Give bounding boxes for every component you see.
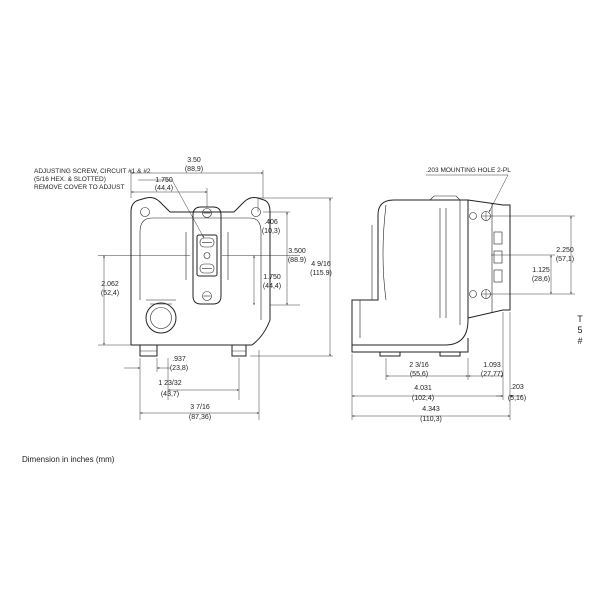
mount-spacing-mm: (43,7): [161, 391, 179, 398]
cover-screw-top: [202, 208, 212, 218]
half-width-mm: (44,4): [155, 185, 173, 192]
base-width-mm: (87,36): [189, 414, 211, 421]
left-height-mm: (52,4): [101, 290, 119, 297]
leader-adjusting-screw: [138, 179, 205, 239]
top-offset-mm: (10,3): [262, 228, 280, 235]
half-height-mm: (44,4): [263, 283, 281, 290]
hole-offset-mm: (28,6): [532, 276, 550, 283]
conduit-boss: [146, 299, 176, 305]
side-extension-lines: [351, 215, 575, 420]
front-view: [130, 197, 271, 357]
side-conduit-lines: [351, 300, 361, 338]
adjusting-screw-note-2: (5/16 HEX. & SLOTTED): [34, 176, 106, 183]
half-height-in: 1.750: [263, 274, 281, 281]
front-inner-shell: [139, 217, 262, 320]
overall-width-mm: (88,9): [185, 166, 203, 173]
side-mounting-bracket: [467, 199, 511, 319]
height-overall-in: 4 9/16: [311, 261, 331, 268]
mount-spacing-in: 1 23/32: [158, 380, 181, 387]
body-depth-mm: (55,6): [410, 371, 428, 378]
height-overall-mm: (115.9): [310, 270, 332, 277]
foot-right: [231, 345, 247, 357]
adjusting-screw-1: [199, 237, 215, 248]
side-body-outline: [351, 199, 469, 346]
side-code-label: T 5 #: [577, 314, 583, 346]
bracket-depth-mm: (27,77): [481, 371, 503, 378]
hub-lines: [185, 232, 229, 280]
side-foot-right: [439, 352, 461, 357]
center-stud: [203, 252, 211, 259]
foot-width-mm: (23,8): [170, 365, 188, 372]
bracket-depth-in: 1.093: [483, 362, 501, 369]
side-view: [351, 195, 511, 357]
terminal-2: [493, 250, 503, 264]
overall-depth-in: 4.343: [422, 406, 440, 413]
overall-depth-mm: (110,3): [420, 416, 442, 423]
left-height-in: 2.062: [101, 281, 119, 288]
hole-offset-in: 1.125: [532, 267, 550, 274]
side-base-plate: [351, 338, 469, 353]
ear-hole-left: [140, 207, 150, 217]
top-offset-in: .406: [264, 219, 278, 226]
side-dimension-lines: [352, 174, 572, 417]
side-screw-bottom: [469, 290, 477, 298]
side-back-curve: [382, 204, 387, 301]
adjusting-screw-note-1: ADJUSTING SCREW, CIRCUIT #1 & #2: [34, 168, 151, 175]
height-inner-mm: (88.9): [288, 257, 306, 264]
foot-left: [139, 345, 158, 357]
half-width-in: 1.750: [155, 177, 173, 184]
side-top-cap: [429, 195, 461, 201]
cover-screw-bottom: [202, 291, 212, 301]
overall-width-in: 3.50: [187, 157, 201, 164]
terminal-3: [493, 269, 503, 283]
base-width-in: 3 7/16: [190, 404, 210, 411]
conduit-entry-outer: [145, 302, 177, 334]
front-dimension-lines: [103, 172, 331, 414]
front-housing-outline: [130, 197, 271, 346]
foot-width-in: .937: [172, 356, 186, 363]
units-caption: Dimension in inches (mm): [22, 455, 115, 464]
mid-depth-mm: (102,4): [412, 395, 434, 402]
height-inner-in: 3.500: [288, 248, 306, 255]
ear-hole-right: [251, 207, 261, 217]
front-labels: 3.50 (88,9) 1.750 (44,4) ADJUSTING SCREW…: [34, 157, 332, 421]
body-depth-in: 2 3/16: [409, 362, 429, 369]
front-extension-lines: [98, 170, 333, 420]
front-cover-plate: [192, 206, 222, 305]
hole-spacing-in: 2.250: [556, 247, 574, 254]
flange-in: .203: [510, 384, 524, 391]
leader-mounting-hole: [426, 174, 509, 213]
flange-mm: (5,16): [508, 395, 526, 402]
side-foot-left: [379, 352, 401, 357]
adjusting-screw-note-3: REMOVE COVER TO ADJUST: [34, 184, 124, 191]
mounting-hole-note: .203 MOUNTING HOLE 2-PL: [426, 167, 511, 174]
side-labels: .203 MOUNTING HOLE 2-PL 2.250 (57,1) 1.1…: [409, 167, 574, 423]
mid-depth-in: 4.031: [414, 385, 432, 392]
side-screw-top: [469, 212, 477, 220]
conduit-entry-inner: [150, 307, 172, 329]
terminal-1: [493, 231, 503, 245]
adjusting-screw-2: [199, 263, 215, 274]
adjusting-screw-block: [196, 234, 218, 277]
hole-spacing-mm: (57,1): [556, 256, 574, 263]
